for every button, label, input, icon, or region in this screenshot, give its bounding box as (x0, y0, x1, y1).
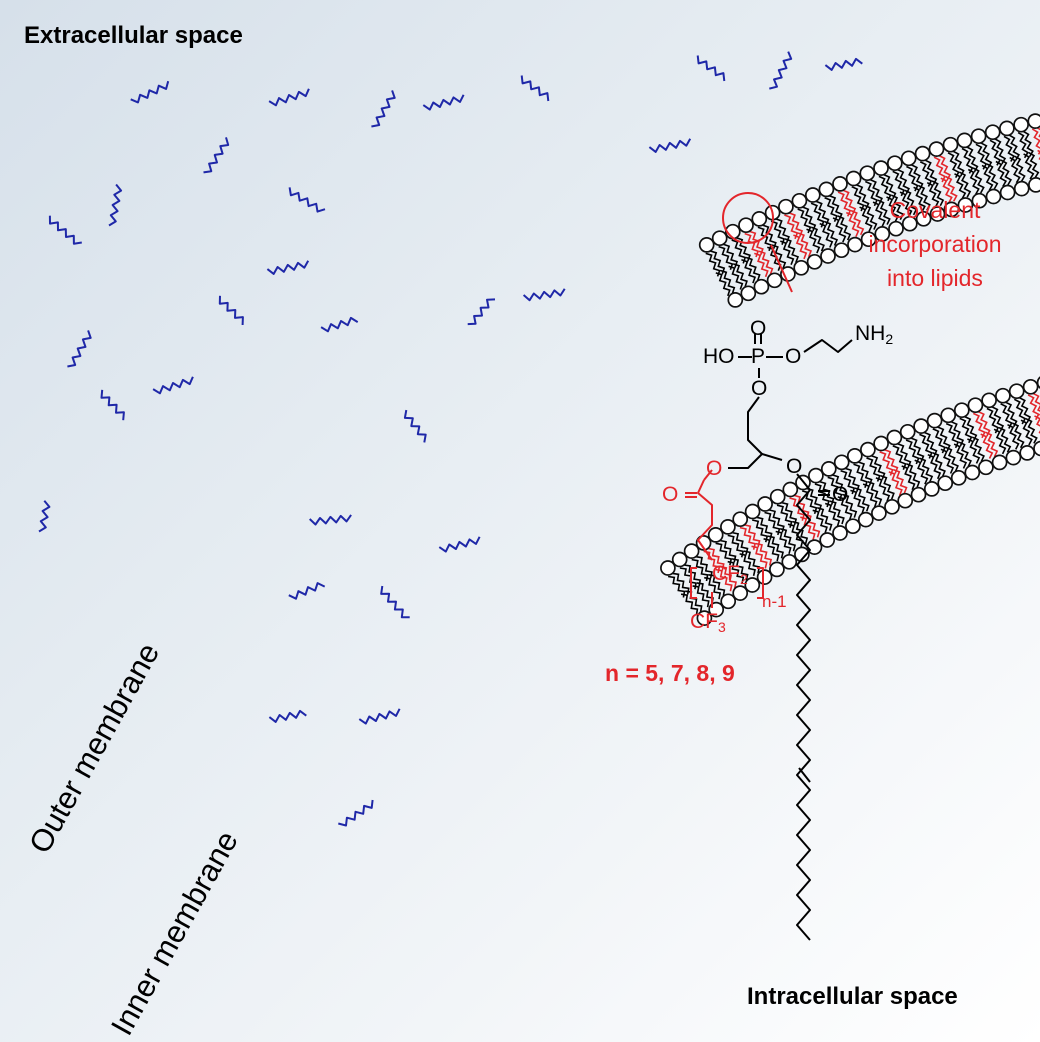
amine-text: NH (855, 322, 886, 345)
sn1-ester-oxygen: O (706, 457, 723, 480)
free-chain-15 (467, 298, 496, 326)
free-chain-9 (266, 260, 310, 275)
free-chain-11 (67, 330, 92, 368)
free-chain-2 (268, 88, 310, 107)
free-chain-4 (422, 94, 465, 111)
outer-membrane-headgroups (698, 113, 1040, 308)
amine-subscript: 2 (885, 331, 894, 347)
cf2-text: CF (712, 562, 740, 585)
highlight-circle (722, 192, 774, 244)
inserting-chain-3 (309, 514, 352, 526)
sn1-carbonyl-oxygen: O (662, 483, 679, 506)
chain-length-values: n = 5, 7, 8, 9 (605, 660, 735, 686)
free-chain-22 (338, 799, 374, 827)
incorporation-callout (722, 192, 793, 293)
oleoyl-chain (796, 489, 811, 941)
cf2-group: CF2 (712, 562, 748, 587)
intracellular-label: Intracellular space (747, 983, 958, 1010)
extracellular-label: Extracellular space (24, 22, 243, 49)
inserting-chain-6 (268, 709, 307, 723)
inserting-chain-4 (288, 582, 326, 600)
free-chain-20 (438, 536, 481, 553)
inserting-chain-7 (696, 55, 726, 82)
hydroxyl-atom: HO (703, 345, 735, 368)
free-chain-18 (769, 51, 793, 90)
free-chain-19 (824, 57, 863, 71)
phosphoryl-oxygen: O (750, 317, 767, 340)
phospholipid-structure (685, 333, 853, 941)
incorporation-annotation: Covalent incorporation into lipids (840, 193, 1030, 295)
free-chain-13 (100, 389, 125, 421)
inserting-chains (268, 55, 726, 723)
annotation-line-3: into lipids (887, 265, 983, 291)
inner-membrane (660, 376, 1040, 626)
double-bond (798, 767, 811, 783)
callout-line (770, 244, 793, 293)
phosphorus-atom: P (751, 345, 766, 368)
cf3-subscript: 3 (718, 619, 726, 635)
cf3-text: CF (690, 610, 718, 633)
inner-membrane-lipids (667, 392, 1040, 616)
amine-group: NH2 (855, 322, 893, 347)
inner-membrane-headgroups (660, 376, 1040, 626)
sn2-carbonyl-oxygen: O (832, 483, 849, 506)
inserting-chain-1 (320, 316, 359, 333)
free-chain-21 (358, 708, 401, 725)
free-chain-5 (203, 137, 230, 174)
repeat-index: n-1 (762, 592, 787, 611)
outer-membrane (698, 113, 1040, 308)
inserting-chain-2 (403, 409, 427, 443)
free-chain-14 (38, 500, 51, 533)
inserting-chain-5 (380, 585, 410, 619)
cf3-group: CF3 (690, 610, 726, 635)
free-chain-8 (288, 187, 326, 213)
free-chain-1 (130, 80, 170, 104)
glycerol-oxygen: O (751, 377, 768, 400)
free-chain-17 (648, 138, 692, 153)
free-chain-7 (48, 215, 82, 245)
free-fluorinated-chains (38, 51, 863, 827)
membranes (660, 113, 1040, 626)
free-chain-10 (218, 295, 244, 326)
free-chain-3 (371, 90, 396, 128)
cf2-subscript: 2 (740, 571, 748, 587)
free-chain-6 (108, 183, 123, 227)
ethanolamine-oxygen: O (785, 345, 802, 368)
free-chain-16 (522, 288, 566, 302)
annotation-line-1: Covalent (889, 197, 981, 223)
free-chain-23 (520, 75, 550, 102)
annotation-line-2: incorporation (868, 231, 1002, 257)
outer-membrane-lipids (705, 127, 1040, 297)
free-chain-12 (152, 376, 194, 395)
sn2-ester-oxygen: O (786, 455, 803, 478)
